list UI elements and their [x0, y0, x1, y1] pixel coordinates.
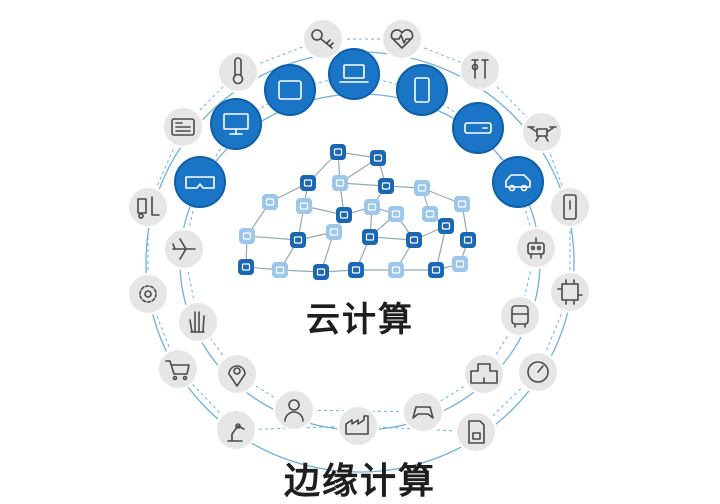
thermometer-icon — [217, 51, 259, 93]
cloud-computing-label: 云计算 — [306, 300, 414, 340]
cloud-node — [388, 206, 404, 222]
cloud-node — [262, 194, 278, 210]
cloud-link — [246, 235, 299, 241]
heart-rate-icon — [381, 18, 423, 60]
cloud-node — [348, 262, 364, 278]
cloud-node — [290, 232, 306, 248]
cloud-network-nodes — [238, 144, 476, 280]
lock-document-icon — [455, 411, 497, 453]
bus-icon — [499, 295, 541, 337]
cloud-node — [362, 229, 378, 245]
shopping-cart-icon — [157, 348, 199, 390]
cloud-node — [300, 175, 316, 191]
cloud-node — [454, 196, 470, 212]
speedometer-icon — [517, 351, 559, 393]
cloud-node — [428, 262, 444, 278]
building-icon — [463, 353, 505, 395]
tablet-icon — [264, 64, 316, 116]
cloud-node — [336, 207, 352, 223]
cloud-node — [272, 262, 288, 278]
cloud-node — [330, 144, 346, 160]
cloud-node — [452, 256, 468, 272]
tablet-side-icon — [549, 186, 591, 228]
cloud-node — [378, 178, 394, 194]
newspaper-icon — [162, 106, 204, 148]
cloud-node — [438, 218, 454, 234]
cloud-node — [388, 262, 404, 278]
cloud-node — [313, 264, 329, 280]
cloud-node — [239, 228, 255, 244]
phone-icon — [396, 64, 448, 116]
key-icon — [302, 18, 344, 60]
settings-gear-icon — [127, 273, 169, 315]
cloud-node — [326, 224, 342, 240]
cloud-node — [296, 198, 312, 214]
hand-icon — [177, 301, 219, 343]
forklift-icon — [127, 186, 169, 228]
robot-icon — [515, 227, 557, 269]
game-controller-icon — [402, 391, 444, 433]
factory-icon — [337, 405, 379, 447]
drone-icon — [521, 111, 563, 153]
laptop-icon — [328, 48, 380, 100]
router-icon — [452, 102, 504, 154]
cloud-node — [460, 232, 476, 248]
person-icon — [273, 389, 315, 431]
outer-device-ring — [127, 18, 591, 453]
edge-computing-label: 边缘计算 — [283, 461, 436, 502]
cloud-node — [422, 206, 438, 222]
robot-arm-icon — [215, 409, 257, 451]
inner-ring-link — [235, 89, 291, 125]
cloud-node — [406, 232, 422, 248]
test-tubes-icon — [459, 49, 501, 91]
cloud-node — [370, 150, 386, 166]
monitor-icon — [210, 98, 262, 150]
vr-headset-icon — [174, 156, 226, 208]
inner-device-ring — [163, 48, 544, 431]
airplane-icon — [163, 228, 205, 270]
car-icon — [492, 156, 544, 208]
location-pin-icon — [216, 353, 258, 395]
cloud-node — [364, 199, 380, 215]
cloud-node — [414, 180, 430, 196]
cloud-node — [238, 259, 254, 275]
cloud-node — [332, 175, 348, 191]
chip-icon — [549, 271, 591, 313]
